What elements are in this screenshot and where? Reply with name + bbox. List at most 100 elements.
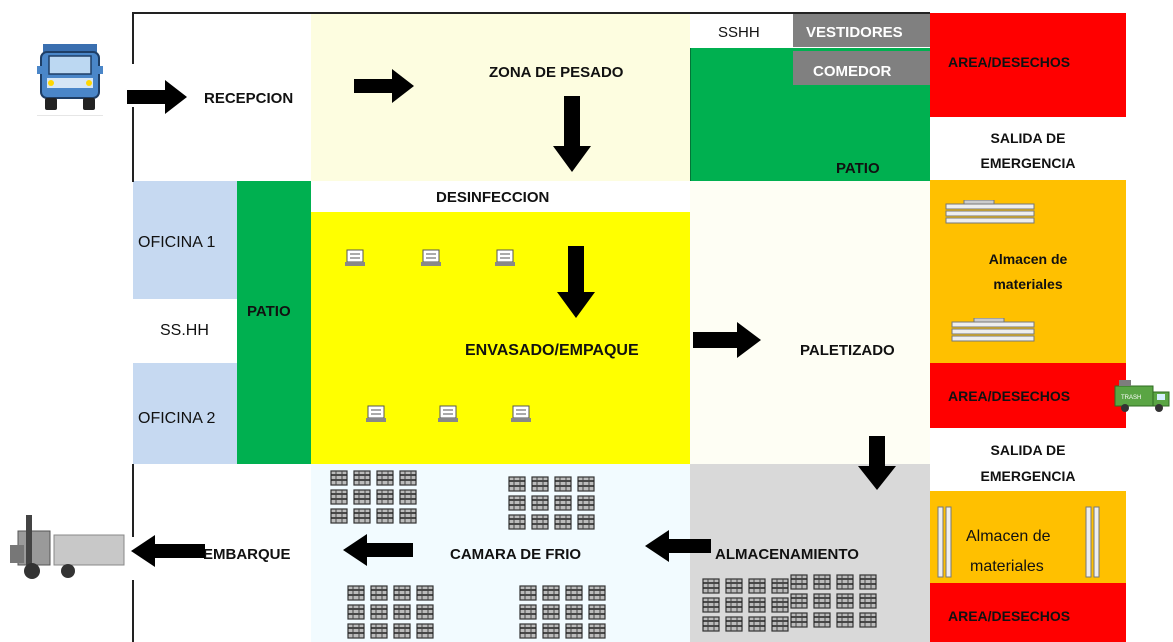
area-desechos-1-label: AREA/DESECHOS <box>948 54 1071 70</box>
envasado-label: ENVASADO/EMPAQUE <box>465 342 639 359</box>
sshh-left-label: SS.HH <box>160 322 209 339</box>
pallet-icon <box>347 623 365 639</box>
pallet-icon <box>813 593 831 609</box>
pallet-icon <box>554 514 572 530</box>
arrow-right-envasado <box>693 322 761 358</box>
sshh-top-label: SSHH <box>718 24 760 41</box>
pallet-icon <box>702 597 720 613</box>
desinfeccion-area <box>311 181 690 212</box>
desinfeccion-label: DESINFECCION <box>436 189 550 206</box>
wall-left-mid <box>132 107 134 182</box>
pallet-icon <box>370 585 388 601</box>
pallet-icon <box>531 495 549 511</box>
almacen-materiales-2 <box>930 491 1126 583</box>
pallet-icon <box>376 508 394 524</box>
pallet-icon <box>519 604 537 620</box>
salida-emergencia-2-label-a: SALIDA DE <box>990 442 1066 458</box>
pallet-icon <box>577 476 595 492</box>
pallet-icon <box>508 495 526 511</box>
almacen-materiales-2-label-a: Almacen de <box>966 528 1051 545</box>
machine-icon <box>495 249 515 266</box>
pallet-icon <box>725 597 743 613</box>
zona-pesado-area <box>311 13 690 181</box>
almacen-materiales-1-label-a: Almacen de <box>988 251 1068 267</box>
patio-top-label: PATIO <box>836 160 880 177</box>
arrow-right-recepcion <box>127 80 187 114</box>
zona-pesado-label: ZONA DE PESADO <box>489 64 624 81</box>
arrow-down-envasado <box>557 246 595 318</box>
wall-left-top <box>132 12 134 64</box>
pallet-icon <box>725 616 743 632</box>
pallet-icon <box>859 574 877 590</box>
sshh-top-area <box>690 13 793 48</box>
pallet-icon <box>393 585 411 601</box>
vertical-shelf-icon <box>937 506 952 578</box>
pallet-icon <box>813 574 831 590</box>
pallet-icon <box>748 616 766 632</box>
oficina-2-area <box>133 363 237 464</box>
pallet-icon <box>416 585 434 601</box>
pallet-icon <box>399 508 417 524</box>
arrow-left-embarque <box>131 535 205 567</box>
area-desechos-3-label: AREA/DESECHOS <box>948 608 1071 624</box>
pallet-icon <box>790 593 808 609</box>
arrow-down-pesado <box>553 96 591 172</box>
recepcion-label: RECEPCION <box>204 90 294 107</box>
pallet-icon <box>508 476 526 492</box>
pallet-icon <box>748 597 766 613</box>
vestidores-label: VESTIDORES <box>806 24 903 41</box>
arrow-right-pesado <box>354 69 414 103</box>
pallet-icon <box>790 574 808 590</box>
almacen-materiales-2-label-b: materiales <box>970 558 1044 575</box>
vestidores-area <box>793 13 930 47</box>
pallet-icon <box>588 623 606 639</box>
pallet-icon <box>353 489 371 505</box>
salida-emergencia-2-label-b: EMERGENCIA <box>980 468 1076 484</box>
pallet-icon <box>836 612 854 628</box>
pallet-icon <box>577 495 595 511</box>
pallet-icon <box>531 476 549 492</box>
machine-icon <box>511 405 531 422</box>
pallet-icon <box>577 514 595 530</box>
pallet-icon <box>771 616 789 632</box>
area-desechos-1 <box>930 13 1126 117</box>
embarque-label: EMBARQUE <box>203 546 291 563</box>
pallet-icon <box>725 578 743 594</box>
area-desechos-2 <box>930 363 1126 428</box>
pallet-icon <box>748 578 766 594</box>
pallet-icon <box>399 489 417 505</box>
pallet-icon <box>508 514 526 530</box>
patio-left-area <box>237 181 311 464</box>
pallet-icon <box>393 623 411 639</box>
pallet-icon <box>859 612 877 628</box>
wall-left-bottom-2 <box>132 580 134 642</box>
sshh-left-area <box>133 299 237 363</box>
pallet-icon <box>416 604 434 620</box>
pallet-icon <box>542 604 560 620</box>
pallet-icon <box>836 574 854 590</box>
machine-icon <box>366 405 386 422</box>
oficina-1-label: OFICINA 1 <box>138 234 216 251</box>
pallet-icon <box>399 470 417 486</box>
vertical-shelf-icon <box>1085 506 1100 578</box>
shelf-rack-icon <box>945 200 1035 224</box>
wall-left-bottom <box>132 464 134 537</box>
pallet-icon <box>519 623 537 639</box>
pallet-icon <box>376 470 394 486</box>
comedor-label: COMEDOR <box>813 63 892 80</box>
pallet-icon <box>330 508 348 524</box>
arrow-left-camara <box>343 534 413 566</box>
pallet-icon <box>565 585 583 601</box>
salida-emergencia-1 <box>930 117 1126 180</box>
pallet-icon <box>790 612 808 628</box>
salida-emergencia-2 <box>930 428 1126 491</box>
shelf-rack-icon <box>951 318 1035 342</box>
pallet-icon <box>542 585 560 601</box>
arrow-down-paletizado <box>858 436 896 490</box>
trash-text: TRASH <box>1121 395 1141 401</box>
patio-left-label: PATIO <box>247 303 291 320</box>
pallet-icon <box>836 593 854 609</box>
pallet-icon <box>813 612 831 628</box>
forklift-icon <box>10 515 125 579</box>
pallet-icon <box>588 585 606 601</box>
